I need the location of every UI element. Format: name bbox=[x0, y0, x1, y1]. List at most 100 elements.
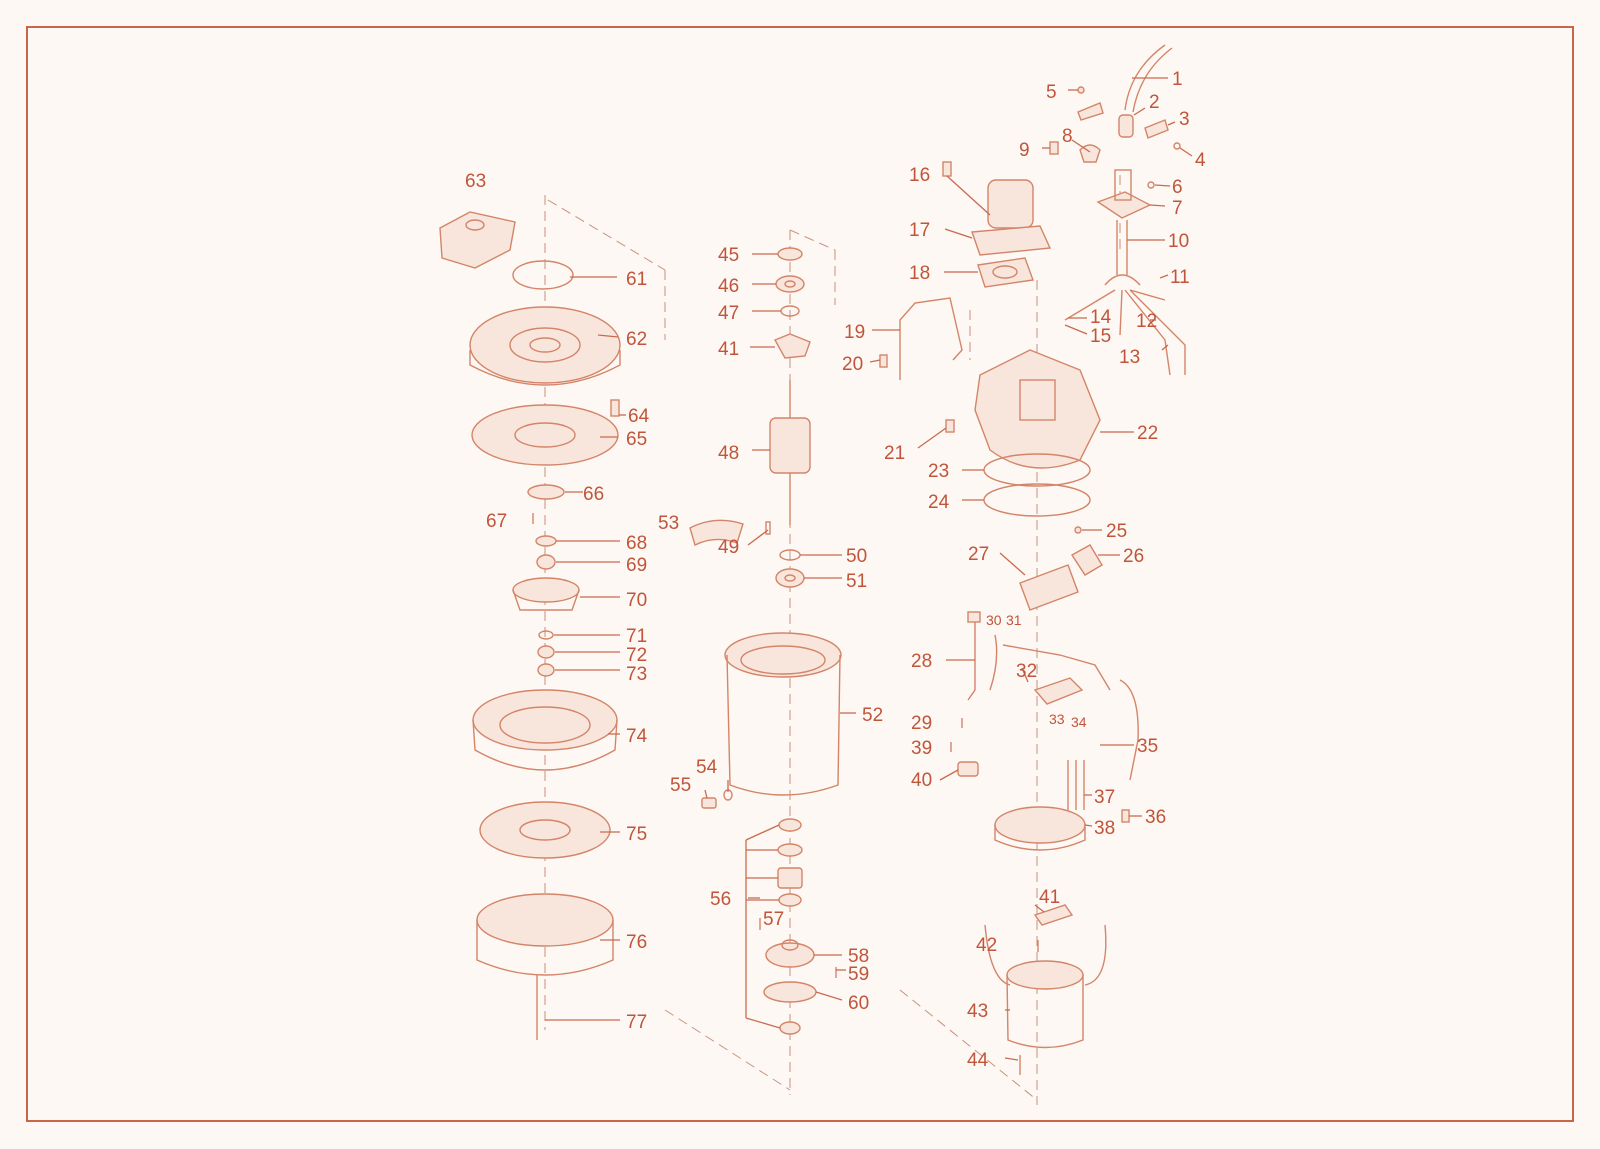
part-51-bearing bbox=[775, 568, 805, 588]
part-37-cable-bundle bbox=[1067, 760, 1085, 810]
callout-39: 39 bbox=[911, 738, 932, 759]
callout-44: 44 bbox=[967, 1050, 989, 1071]
callout-41-stator: 41 bbox=[1039, 887, 1060, 908]
callout-5: 5 bbox=[1046, 82, 1057, 103]
callout-73: 73 bbox=[626, 664, 647, 685]
callout-41: 41 bbox=[718, 339, 739, 360]
callout-57: 57 bbox=[763, 909, 784, 930]
callout-32: 32 bbox=[1016, 661, 1037, 682]
callout-10: 10 bbox=[1168, 231, 1189, 252]
callout-11: 11 bbox=[1170, 267, 1190, 288]
part-1-cable bbox=[1124, 44, 1173, 113]
part-28-wire-bracket bbox=[967, 611, 998, 701]
callout-21: 21 bbox=[884, 443, 905, 464]
callout-74: 74 bbox=[626, 726, 648, 747]
part-76-strainer bbox=[476, 893, 614, 976]
callout-46: 46 bbox=[718, 276, 739, 297]
callout-labels: 1 2 3 4 5 6 7 8 9 10 11 12 13 14 15 16 1… bbox=[465, 69, 1206, 1071]
callout-29: 29 bbox=[911, 713, 932, 734]
part-73-nut bbox=[537, 663, 555, 677]
part-20-screw bbox=[879, 354, 888, 368]
callout-9: 9 bbox=[1019, 140, 1030, 161]
part-26-capacitor-clip bbox=[1071, 544, 1103, 576]
callout-23: 23 bbox=[928, 461, 949, 482]
part-41-insulator bbox=[1033, 904, 1074, 926]
callout-40: 40 bbox=[911, 770, 932, 791]
part-clamp-upper bbox=[1077, 102, 1104, 121]
callout-62: 62 bbox=[626, 329, 647, 350]
callout-7: 7 bbox=[1172, 198, 1183, 219]
callout-37: 37 bbox=[1094, 787, 1115, 808]
callout-35: 35 bbox=[1137, 736, 1158, 757]
callout-8: 8 bbox=[1062, 126, 1073, 147]
callout-13: 13 bbox=[1119, 347, 1140, 368]
part-69-nut bbox=[536, 554, 556, 570]
part-71-washer bbox=[538, 630, 554, 640]
part-16-bolt bbox=[942, 161, 952, 177]
callout-72: 72 bbox=[626, 645, 647, 666]
callout-33: 33 bbox=[1049, 711, 1065, 727]
callout-24: 24 bbox=[928, 492, 950, 513]
callout-14: 14 bbox=[1090, 307, 1112, 328]
callout-65: 65 bbox=[626, 429, 647, 450]
callout-45: 45 bbox=[718, 245, 739, 266]
part-72-nut bbox=[537, 645, 555, 659]
callout-47: 47 bbox=[718, 303, 739, 324]
part-36-grommet bbox=[1121, 809, 1130, 823]
part-18-gasket bbox=[977, 257, 1034, 288]
leader-lines bbox=[545, 77, 1193, 1061]
part-2-cable-grommet bbox=[1118, 114, 1134, 138]
callout-75: 75 bbox=[626, 824, 647, 845]
part-38-bearing-bracket bbox=[994, 806, 1086, 851]
part-64-bolt bbox=[610, 399, 620, 417]
callout-38: 38 bbox=[1094, 818, 1115, 839]
callout-43: 43 bbox=[967, 1001, 988, 1022]
callout-16: 16 bbox=[909, 165, 930, 186]
callout-55: 55 bbox=[670, 775, 691, 796]
part-3-clamp bbox=[1144, 119, 1169, 139]
callout-2: 2 bbox=[1149, 92, 1160, 113]
callout-3: 3 bbox=[1179, 109, 1190, 130]
diagram-frame bbox=[26, 26, 1574, 1122]
part-7-cable-gland bbox=[1096, 169, 1152, 219]
callout-25: 25 bbox=[1106, 521, 1127, 542]
callout-76: 76 bbox=[626, 932, 647, 953]
part-40-thermal-protector bbox=[957, 761, 979, 777]
callout-1: 1 bbox=[1172, 69, 1183, 90]
callout-42: 42 bbox=[976, 935, 997, 956]
callout-69: 69 bbox=[626, 555, 647, 576]
callout-27: 27 bbox=[968, 544, 989, 565]
part-66-washer bbox=[527, 484, 565, 500]
part-65-flange-plate bbox=[471, 404, 619, 466]
callout-59: 59 bbox=[848, 964, 869, 985]
part-56b-lower-seal bbox=[779, 1021, 801, 1035]
callout-51: 51 bbox=[846, 571, 867, 592]
callout-22: 22 bbox=[1137, 423, 1158, 444]
part-17-discharge-flange bbox=[971, 179, 1052, 256]
part-70-impeller bbox=[512, 577, 580, 611]
part-45-washer bbox=[777, 247, 803, 261]
part-9-bolt bbox=[1049, 141, 1059, 155]
part-49-key bbox=[765, 521, 771, 535]
callout-61: 61 bbox=[626, 269, 647, 290]
part-27-capacitor bbox=[1019, 564, 1079, 611]
part-5-screw bbox=[1077, 86, 1085, 94]
callout-49: 49 bbox=[718, 537, 739, 558]
part-68-seal bbox=[535, 535, 557, 547]
part-75-suction-plate bbox=[479, 801, 611, 859]
callout-36: 36 bbox=[1145, 807, 1166, 828]
callout-66: 66 bbox=[583, 484, 604, 505]
callout-19: 19 bbox=[844, 322, 865, 343]
part-21-screw bbox=[945, 419, 955, 433]
part-35-lead-wire bbox=[1119, 679, 1139, 781]
callout-60: 60 bbox=[848, 993, 869, 1014]
callout-20: 20 bbox=[842, 354, 863, 375]
callout-4: 4 bbox=[1195, 150, 1206, 171]
callout-71: 71 bbox=[626, 626, 647, 647]
part-6-screw bbox=[1147, 181, 1155, 189]
part-43-stator bbox=[1006, 960, 1084, 1049]
callout-70: 70 bbox=[626, 590, 647, 611]
part-58-seal-housing bbox=[765, 939, 815, 968]
callout-48: 48 bbox=[718, 443, 739, 464]
callout-52: 52 bbox=[862, 705, 883, 726]
